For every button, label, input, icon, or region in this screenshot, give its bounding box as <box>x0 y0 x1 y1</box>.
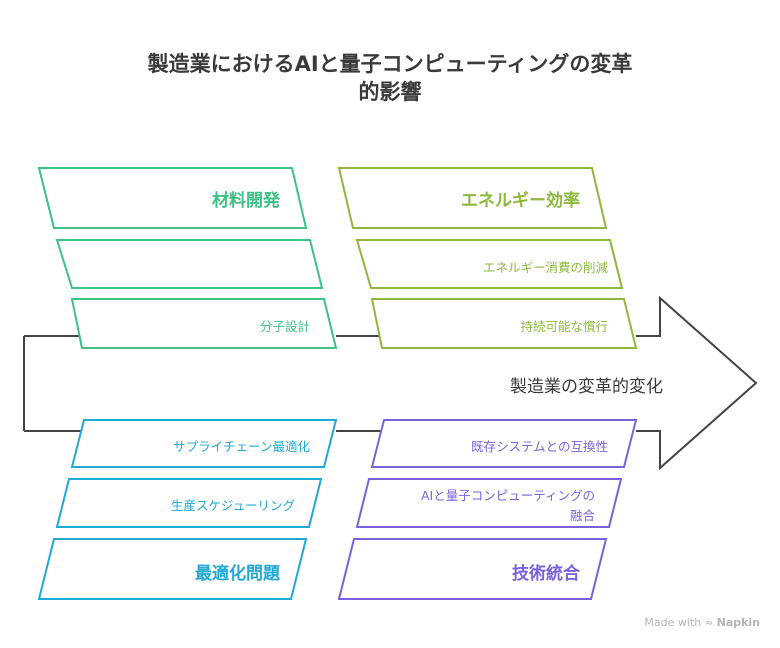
integration-item-2-line-1: AIと量子コンピューティングの <box>421 488 595 503</box>
optimization-item-2: 生産スケジューリング <box>170 498 295 513</box>
center-label: 製造業の変革的変化 <box>510 377 663 397</box>
made-with-napkin-footer[interactable]: Made with ≈ Napkin <box>644 616 760 629</box>
optimization-heading-box <box>37 538 308 600</box>
integration-heading-box <box>337 538 608 600</box>
energy-item-box-1 <box>355 239 624 289</box>
materials-heading: 材料開発 <box>212 191 280 211</box>
optimization-item-box-2 <box>55 478 323 528</box>
integration-heading: 技術統合 <box>512 564 580 584</box>
optimization-heading: 最適化問題 <box>195 564 280 584</box>
integration-item-2: AIと量子コンピューティングの 融合 <box>421 486 595 526</box>
transformation-arrow <box>23 295 758 471</box>
energy-item-box-2 <box>370 298 638 349</box>
materials-item-box-1 <box>55 239 324 289</box>
energy-heading-box <box>337 167 608 229</box>
integration-item-1: 既存システムとの互換性 <box>470 439 608 454</box>
energy-item-1: エネルギー消費の削減 <box>482 260 608 275</box>
napkin-brand: Napkin <box>716 616 760 629</box>
materials-item-box-2 <box>70 298 338 349</box>
energy-item-2: 持続可能な慣行 <box>520 319 608 334</box>
materials-item-2: 分子設計 <box>259 319 310 334</box>
materials-heading-box <box>37 167 308 229</box>
napkin-logo-icon: ≈ <box>704 618 714 629</box>
integration-item-box-1 <box>370 419 638 468</box>
integration-item-2-line-2: 融合 <box>569 508 595 523</box>
title-line-1: 製造業におけるAIと量子コンピューティングの変革 <box>147 52 633 76</box>
optimization-item-1: サプライチェーン最適化 <box>173 439 310 454</box>
optimization-item-box-1 <box>70 419 338 468</box>
integration-item-box-2 <box>355 478 623 528</box>
made-with-label: Made with <box>644 616 702 629</box>
diagram-title: 製造業におけるAIと量子コンピューティングの変革 的影響 <box>0 50 780 106</box>
title-line-2: 的影響 <box>358 80 422 104</box>
energy-heading: エネルギー効率 <box>461 191 580 211</box>
